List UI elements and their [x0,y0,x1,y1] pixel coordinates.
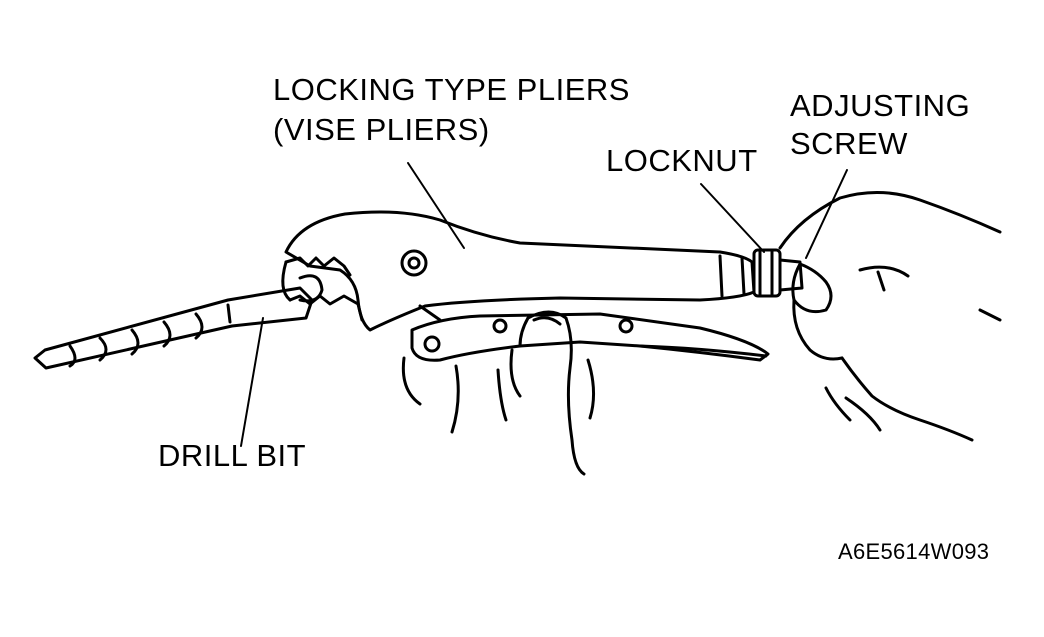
figure-code: A6E5614W093 [838,539,990,564]
adjusting-screw-shape [778,258,804,292]
label-adjusting: ADJUSTING [790,88,971,123]
label-locknut: LOCKNUT [606,143,758,178]
label-drill-bit: DRILL BIT [158,438,307,473]
pliers-jaw [281,256,364,322]
left-hand-shape [401,348,595,434]
pliers-upper-handle [284,210,756,332]
thumb-shape [518,310,586,476]
locknut-shape [752,248,782,298]
label-locking-type-pliers: LOCKING TYPE PLIERS [273,72,630,107]
pliers-lower-lever [410,304,770,362]
right-hand-shape [778,191,1002,442]
leader-lines [240,162,848,447]
label-screw: SCREW [790,126,908,161]
label-vise-pliers: (VISE PLIERS) [273,112,490,147]
drill-bit-shape [33,286,314,370]
